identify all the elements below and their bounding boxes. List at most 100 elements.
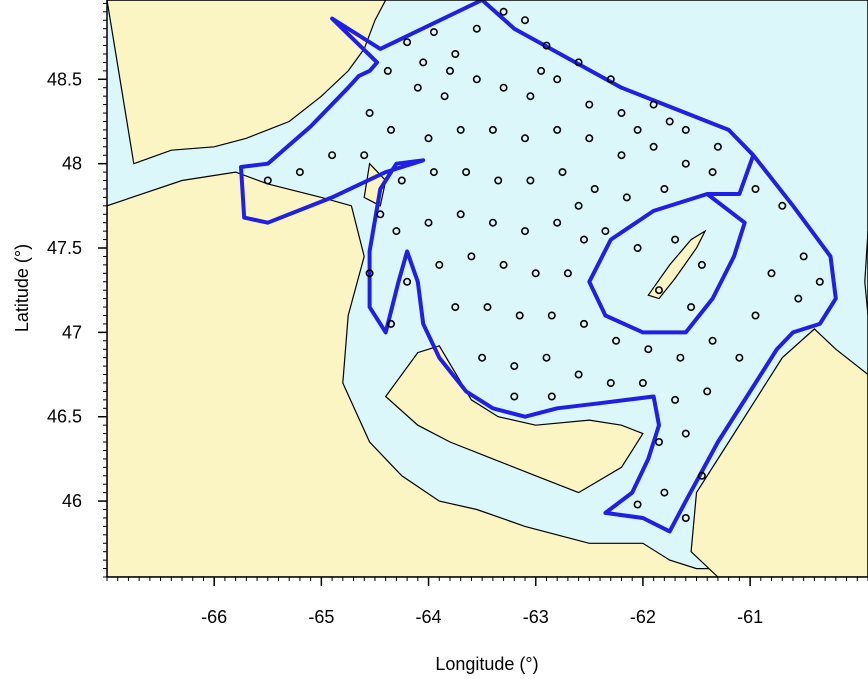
station-marker bbox=[360, 151, 369, 160]
station-marker bbox=[574, 370, 583, 379]
station-marker bbox=[419, 58, 428, 67]
station-marker bbox=[649, 142, 658, 151]
station-marker bbox=[499, 83, 508, 92]
station-marker bbox=[295, 168, 304, 177]
station-marker bbox=[622, 193, 631, 202]
station-marker bbox=[799, 252, 808, 261]
land-prince-edward-island bbox=[384, 345, 644, 494]
station-marker bbox=[429, 168, 438, 177]
station-marker bbox=[531, 269, 540, 278]
plot-area bbox=[107, 0, 868, 577]
station-marker bbox=[778, 201, 787, 210]
station-marker bbox=[386, 125, 395, 134]
station-marker bbox=[435, 260, 444, 269]
station-marker bbox=[520, 227, 529, 236]
station-marker bbox=[708, 336, 717, 345]
x-tick-label: -62 bbox=[630, 607, 656, 627]
station-marker bbox=[472, 24, 481, 33]
station-marker bbox=[488, 218, 497, 227]
survey-boundary-divider bbox=[707, 154, 756, 196]
station-marker bbox=[553, 75, 562, 84]
x-tick-label: -66 bbox=[201, 607, 227, 627]
station-marker bbox=[440, 92, 449, 101]
station-marker bbox=[660, 185, 669, 194]
station-marker bbox=[654, 437, 663, 446]
station-marker bbox=[397, 176, 406, 185]
station-marker bbox=[263, 176, 272, 185]
station-marker bbox=[462, 168, 471, 177]
station-marker bbox=[644, 345, 653, 354]
land-layer bbox=[107, 0, 868, 577]
station-marker bbox=[328, 151, 337, 160]
station-marker bbox=[697, 260, 706, 269]
station-marker bbox=[794, 294, 803, 303]
station-marker bbox=[767, 269, 776, 278]
station-marker bbox=[526, 92, 535, 101]
station-marker bbox=[660, 488, 669, 497]
station-marker bbox=[579, 319, 588, 328]
station-marker bbox=[456, 125, 465, 134]
station-marker bbox=[386, 319, 395, 328]
station-marker bbox=[376, 210, 385, 219]
y-tick-label: 47 bbox=[62, 322, 82, 342]
station-marker bbox=[456, 210, 465, 219]
station-marker bbox=[633, 500, 642, 509]
station-marker bbox=[403, 38, 412, 47]
station-marker bbox=[424, 218, 433, 227]
station-marker bbox=[665, 117, 674, 126]
y-tick-label: 48 bbox=[62, 154, 82, 174]
station-markers bbox=[263, 7, 824, 522]
station-marker bbox=[606, 378, 615, 387]
coast-newfoundland bbox=[864, 231, 868, 316]
x-tick-label: -61 bbox=[737, 607, 763, 627]
station-marker bbox=[510, 362, 519, 371]
station-marker bbox=[494, 176, 503, 185]
station-marker bbox=[365, 109, 374, 118]
station-marker bbox=[579, 235, 588, 244]
station-marker bbox=[703, 387, 712, 396]
station-marker bbox=[676, 353, 685, 362]
station-marker bbox=[413, 83, 422, 92]
station-marker bbox=[472, 75, 481, 84]
station-marker bbox=[403, 277, 412, 286]
station-marker bbox=[681, 125, 690, 134]
station-marker bbox=[606, 75, 615, 84]
station-marker bbox=[558, 168, 567, 177]
station-marker bbox=[633, 125, 642, 134]
station-marker bbox=[671, 235, 680, 244]
station-marker bbox=[429, 28, 438, 37]
y-tick-label: 48.5 bbox=[47, 69, 82, 89]
y-tick-label: 46.5 bbox=[47, 407, 82, 427]
station-marker bbox=[751, 311, 760, 320]
station-marker bbox=[515, 311, 524, 320]
station-marker bbox=[451, 49, 460, 58]
station-marker bbox=[590, 185, 599, 194]
station-marker bbox=[735, 353, 744, 362]
station-marker bbox=[383, 66, 392, 75]
station-marker bbox=[520, 134, 529, 143]
station-marker bbox=[601, 227, 610, 236]
land-gaspe bbox=[107, 0, 387, 165]
station-marker bbox=[526, 176, 535, 185]
station-marker bbox=[585, 134, 594, 143]
station-marker bbox=[510, 392, 519, 401]
x-axis-title: Longitude (°) bbox=[435, 654, 538, 674]
station-marker bbox=[392, 227, 401, 236]
station-marker bbox=[424, 134, 433, 143]
station-marker bbox=[617, 109, 626, 118]
station-marker bbox=[483, 303, 492, 312]
station-marker bbox=[553, 125, 562, 134]
y-axis-title: Latitude (°) bbox=[12, 244, 32, 332]
station-marker bbox=[697, 471, 706, 480]
station-marker bbox=[638, 378, 647, 387]
station-marker bbox=[547, 392, 556, 401]
station-marker bbox=[585, 100, 594, 109]
station-marker bbox=[445, 66, 454, 75]
y-tick-label: 46 bbox=[62, 491, 82, 511]
station-marker bbox=[708, 168, 717, 177]
station-marker bbox=[547, 311, 556, 320]
land-cape-breton bbox=[690, 328, 868, 577]
station-marker bbox=[542, 41, 551, 50]
station-marker bbox=[649, 100, 658, 109]
